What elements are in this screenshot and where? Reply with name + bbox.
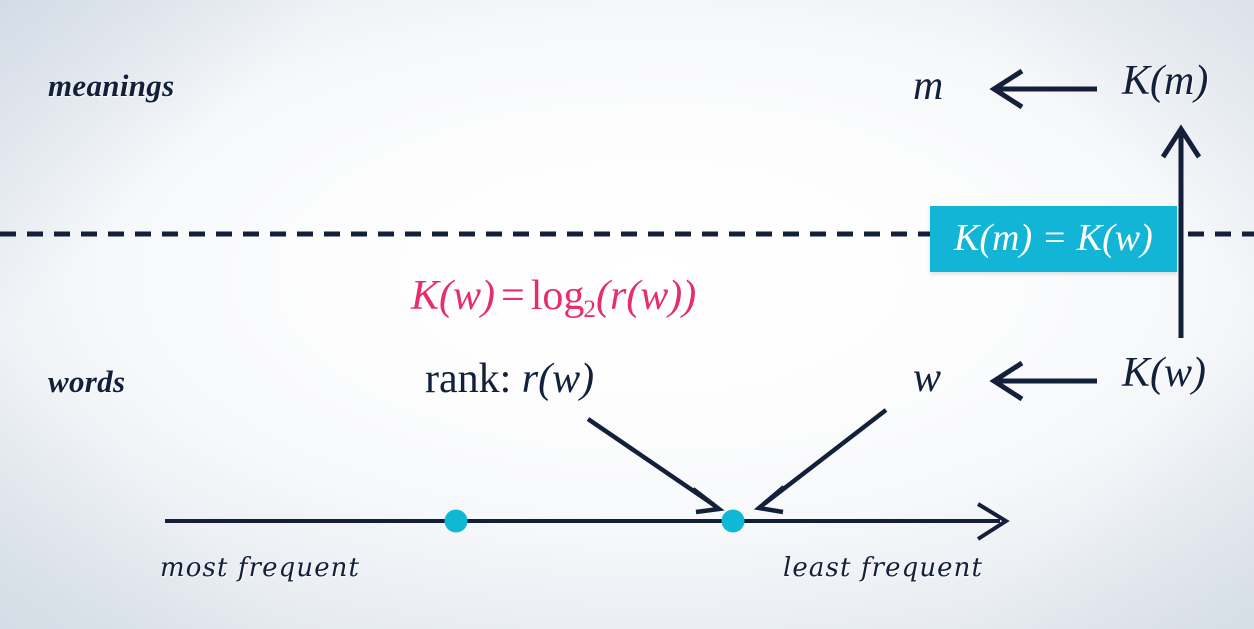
frequency-axis bbox=[165, 502, 1010, 541]
rank-to-point-arrow bbox=[586, 417, 725, 515]
meanings-left-arrow bbox=[989, 68, 1097, 110]
pink-formula-fn: log bbox=[530, 273, 585, 319]
meaning-source-km: K(m) bbox=[1122, 58, 1209, 104]
pink-formula-base: 2 bbox=[583, 296, 596, 324]
rank-annotation: rank: r(w) bbox=[425, 355, 594, 403]
unlabeled-word-point bbox=[444, 509, 468, 533]
kw-to-km-arrow bbox=[1160, 124, 1202, 338]
row-label-words: words bbox=[48, 364, 126, 399]
word-to-point-arrow bbox=[753, 408, 888, 515]
meaning-symbol-m: m bbox=[913, 63, 944, 109]
rank-label: rank: bbox=[425, 356, 512, 402]
pink-formula-kw-log2-rw: K(w)=log2(r(w)) bbox=[411, 272, 696, 324]
highlight-box-km-equals-kw: K(m) = K(w) bbox=[930, 206, 1177, 272]
row-label-meanings: meanings bbox=[48, 68, 175, 103]
axis-caption-most-frequent: most frequent bbox=[160, 553, 361, 583]
ranked-word-point bbox=[721, 509, 745, 533]
word-symbol-w: w bbox=[913, 355, 942, 401]
pink-formula-lhs: K(w) bbox=[411, 273, 495, 319]
pink-formula-arg: (r(w)) bbox=[595, 273, 697, 319]
rank-symbol-rw: r(w) bbox=[521, 356, 595, 402]
pink-formula-equals: = bbox=[501, 273, 525, 319]
axis-caption-least-frequent: least frequent bbox=[783, 553, 984, 583]
word-source-kw: K(w) bbox=[1122, 350, 1206, 396]
words-left-arrow bbox=[989, 360, 1097, 402]
